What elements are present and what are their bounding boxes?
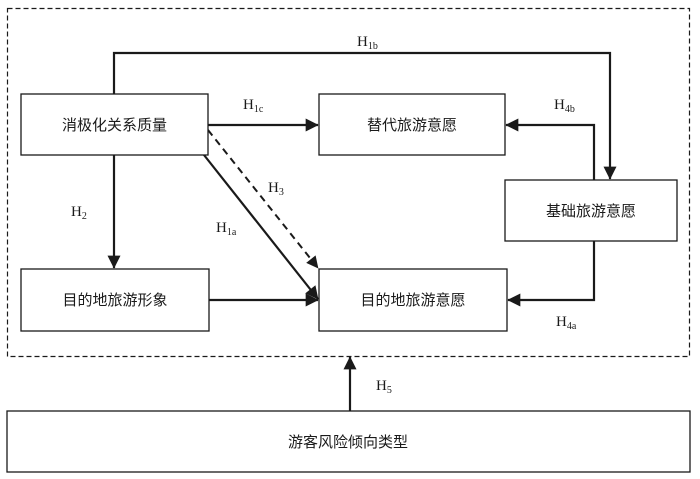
node-f: 游客风险倾向类型 <box>6 410 691 473</box>
label-h3: H3 <box>268 180 284 198</box>
label-h1c-sub: 1c <box>254 104 264 115</box>
label-h5: H5 <box>376 378 392 396</box>
node-b-box <box>318 93 506 156</box>
edge-h3 <box>207 129 319 269</box>
label-h2-sub: 2 <box>82 211 87 222</box>
node-d-label: 目的地旅游形象 <box>62 291 167 309</box>
node-c: 基础旅游意愿 <box>504 179 678 242</box>
node-e-label: 目的地旅游意愿 <box>360 291 465 309</box>
label-h1a-sub: 1a <box>227 227 237 238</box>
label-h1b: H1b <box>357 34 378 52</box>
label-h4b: H4b <box>554 97 575 115</box>
label-h1c-main: H <box>243 97 254 113</box>
label-h5-sub: 5 <box>387 385 392 396</box>
label-h4b-main: H <box>554 97 565 113</box>
node-a-box <box>20 93 209 156</box>
label-h3-sub: 3 <box>279 187 284 198</box>
label-h1a-main: H <box>216 220 227 236</box>
node-c-box <box>504 179 678 242</box>
label-h5-main: H <box>376 378 387 394</box>
node-b-label: 替代旅游意愿 <box>367 116 457 134</box>
edge-labels: H1b H1c H4b H3 H2 H1a H4a H5 <box>71 34 577 396</box>
label-h1b-sub: 1b <box>368 41 378 52</box>
edge-h4a <box>507 241 596 307</box>
label-h4a: H4a <box>556 314 577 332</box>
label-h4a-sub: 4a <box>567 321 577 332</box>
node-d: 目的地旅游形象 <box>20 268 210 332</box>
node-c-label: 基础旅游意愿 <box>546 202 636 220</box>
node-a-label: 消极化关系质量 <box>62 116 167 134</box>
node-d-box <box>20 268 210 332</box>
node-b: 替代旅游意愿 <box>318 93 506 156</box>
label-h1b-main: H <box>357 34 368 50</box>
edges <box>107 51 617 411</box>
node-e-box <box>318 268 508 332</box>
edge-h1b <box>112 51 617 180</box>
label-h3-main: H <box>268 180 279 196</box>
node-f-label: 游客风险倾向类型 <box>288 433 408 451</box>
label-h2: H2 <box>71 204 87 222</box>
label-h1c: H1c <box>243 97 264 115</box>
edge-h4b <box>505 118 596 180</box>
node-f-box <box>6 410 691 473</box>
label-h4a-main: H <box>556 314 567 330</box>
edge-h1a <box>203 154 319 300</box>
label-h4b-sub: 4b <box>565 104 575 115</box>
node-e: 目的地旅游意愿 <box>318 268 508 332</box>
node-a: 消极化关系质量 <box>20 93 209 156</box>
label-h2-main: H <box>71 204 82 220</box>
label-h1a: H1a <box>216 220 237 238</box>
